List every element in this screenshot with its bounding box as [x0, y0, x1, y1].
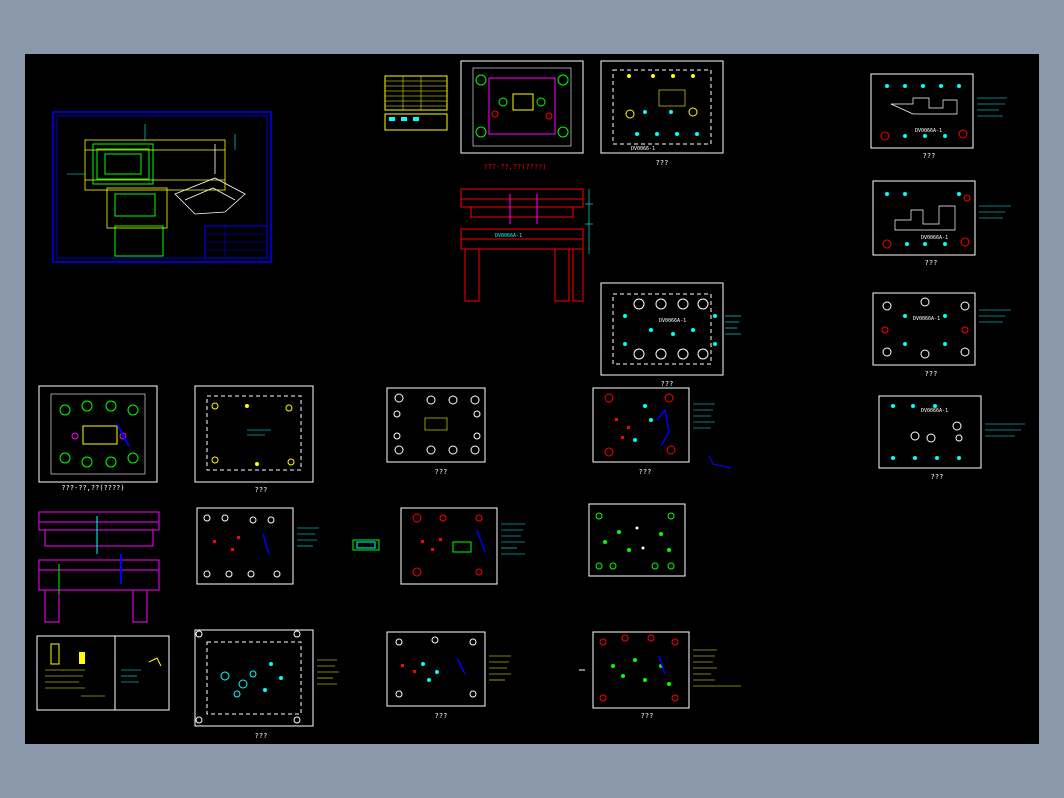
caption-plate-right-2: ???	[925, 259, 938, 267]
caption-row4-plate1: ???	[255, 732, 268, 740]
part-label-dv-right4: DV0066A-1	[921, 408, 948, 414]
caption-plate-right-3: ???	[925, 370, 938, 378]
mold-elevation-view	[460, 188, 584, 302]
row4-plate-3	[579, 631, 741, 709]
small-detail-green	[352, 539, 380, 551]
row2-plate-2	[194, 385, 314, 483]
caption-plate-right-4: ???	[931, 473, 944, 481]
part-label-dv-upper: DV0066-1	[631, 146, 655, 152]
mold-elevation-dimensions	[585, 189, 593, 254]
row2-plate-1	[38, 385, 158, 483]
mold-side-section	[38, 511, 160, 623]
plate-upper-mid	[600, 60, 724, 154]
caption-plate-right-1: ???	[923, 152, 936, 160]
caption-plate-upper-mid: ???	[656, 159, 669, 167]
title-block-sheet	[36, 635, 170, 711]
row4-plate-1	[194, 629, 339, 727]
row2-plate-4	[592, 387, 732, 469]
caption-plate-mid-large: ???	[661, 380, 674, 388]
plate-right-4	[878, 395, 1025, 469]
caption-row2-plate4: ???	[639, 468, 652, 476]
assembly-drawing-sheet	[52, 111, 272, 263]
parts-list-table	[384, 75, 448, 131]
part-label-dv-right2: DV0066A-1	[921, 235, 948, 241]
caption-top-plate: ???-??,??(????)	[483, 163, 546, 171]
caption-row4-plate3: ???	[641, 712, 654, 720]
cad-model-space[interactable]: ???-??,??(????) DV0066A-1	[25, 54, 1039, 744]
plate-right-2	[872, 180, 1011, 256]
part-label-dv-mid: DV0066A-1	[495, 233, 522, 239]
row2-plate-3	[386, 387, 486, 463]
cad-drawing-canvas[interactable]: ???-??,??(????) DV0066A-1	[25, 54, 1039, 744]
row3-plate-3	[588, 503, 686, 577]
part-label-dv-right3: DV0066A-1	[913, 316, 940, 322]
plate-right-1	[870, 73, 1007, 149]
top-assembly-plan-view	[460, 60, 584, 154]
plate-right-3	[872, 292, 1011, 366]
plate-mid-large	[600, 282, 741, 376]
part-label-dv-right1: DV0066A-1	[915, 128, 942, 134]
row4-plate-2	[386, 631, 511, 707]
row3-plate-2	[400, 507, 525, 585]
part-label-dv-side: DV0066A-1	[659, 318, 686, 324]
row3-plate-1	[196, 507, 319, 585]
caption-row2-plate3: ???	[435, 468, 448, 476]
caption-row2-plate2: ???	[255, 486, 268, 494]
caption-row4-plate2: ???	[435, 712, 448, 720]
caption-row2-plate1: ???-??,??(????)	[61, 484, 124, 492]
